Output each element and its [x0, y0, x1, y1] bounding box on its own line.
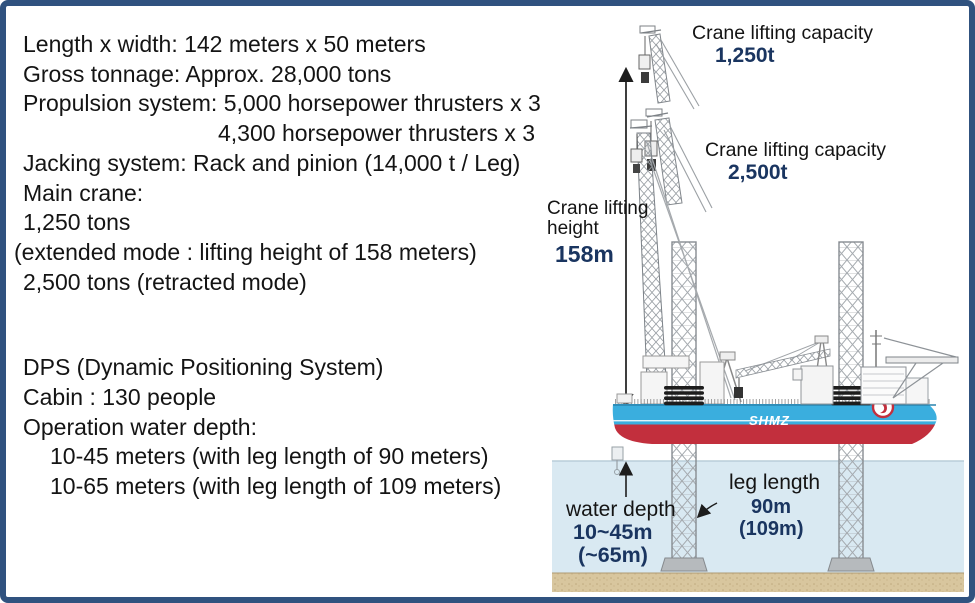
- stern-gear: [611, 393, 633, 475]
- aft-spudcan: [827, 557, 875, 572]
- spec-line-dimensions: Length x width: 142 meters x 50 meters: [23, 31, 426, 57]
- crane-pedestal: [800, 365, 834, 405]
- jackup-vessel-illustration: [552, 25, 964, 592]
- leg-length-label: leg length: [729, 471, 821, 494]
- main-hook: [630, 148, 643, 163]
- forward-spudcan: [660, 557, 708, 572]
- spec-line-propulsion: Propulsion system: 5,000 horsepower thru…: [23, 90, 541, 117]
- crane-capacity-extended-value: 1,250t: [715, 44, 775, 67]
- machinery-house: [699, 361, 725, 405]
- spec-line-cabin: Cabin : 130 people: [23, 384, 217, 411]
- crane-capacity-extended-label: Crane lifting capacity: [692, 22, 874, 44]
- crane-capacity-retracted-label: Crane lifting capacity: [705, 139, 887, 161]
- spec-line-tonnage: Gross tonnage: Approx. 28,000 tons: [23, 60, 392, 87]
- crane-lifting-height-label: Crane lifting height: [547, 198, 649, 239]
- water-depth-value: 10~45m: [573, 520, 653, 544]
- crane-lifting-height-value: 158m: [555, 241, 614, 267]
- seabed: [552, 572, 964, 592]
- water-depth-value-alt: (~65m): [578, 543, 648, 567]
- spec-line-capacity-extended: 1,250 tons: [23, 209, 131, 236]
- water: [552, 460, 964, 573]
- hull-marking: SHMZ: [749, 413, 790, 428]
- spec-line-capacity-retracted: 2,500 tons (retracted mode): [23, 268, 307, 295]
- spec-line-extended-mode: (extended mode : lifting height of 158 m…: [14, 238, 477, 265]
- leg-length-arrow: [696, 502, 718, 519]
- spec-line-jacking: Jacking system: Rack and pinion (14,000 …: [23, 149, 521, 176]
- spec-line-main-crane: Main crane:: [23, 179, 144, 206]
- superstructure: [860, 330, 959, 405]
- hook-block: [638, 54, 651, 70]
- auxiliary-crane: [734, 335, 834, 405]
- boom-tip-retracted: [644, 108, 713, 213]
- leg-length-value: 90m: [751, 496, 792, 518]
- crane-capacity-retracted-value: 2,500t: [728, 161, 788, 184]
- spec-line-depth-109: 10-65 meters (with leg length of 109 met…: [50, 473, 502, 500]
- spec-line-propulsion2: 4,300 horsepower thrusters x 3: [218, 120, 536, 147]
- crane-cab: [792, 368, 803, 381]
- helideck: [885, 356, 959, 364]
- aux-hook: [734, 387, 743, 398]
- leg-length-value-alt: (109m): [739, 518, 804, 540]
- accommodation-block: [860, 366, 907, 405]
- water-depth-label: water depth: [566, 498, 676, 521]
- boom-tip-extended: [638, 25, 700, 110]
- spec-line-water-depth: Operation water depth:: [23, 413, 257, 440]
- spec-list: Length x width: 142 meters x 50 meters G…: [14, 30, 568, 502]
- spec-line-dps: DPS (Dynamic Positioning System): [23, 354, 384, 381]
- spec-line-depth-90: 10-45 meters (with leg length of 90 mete…: [50, 443, 489, 470]
